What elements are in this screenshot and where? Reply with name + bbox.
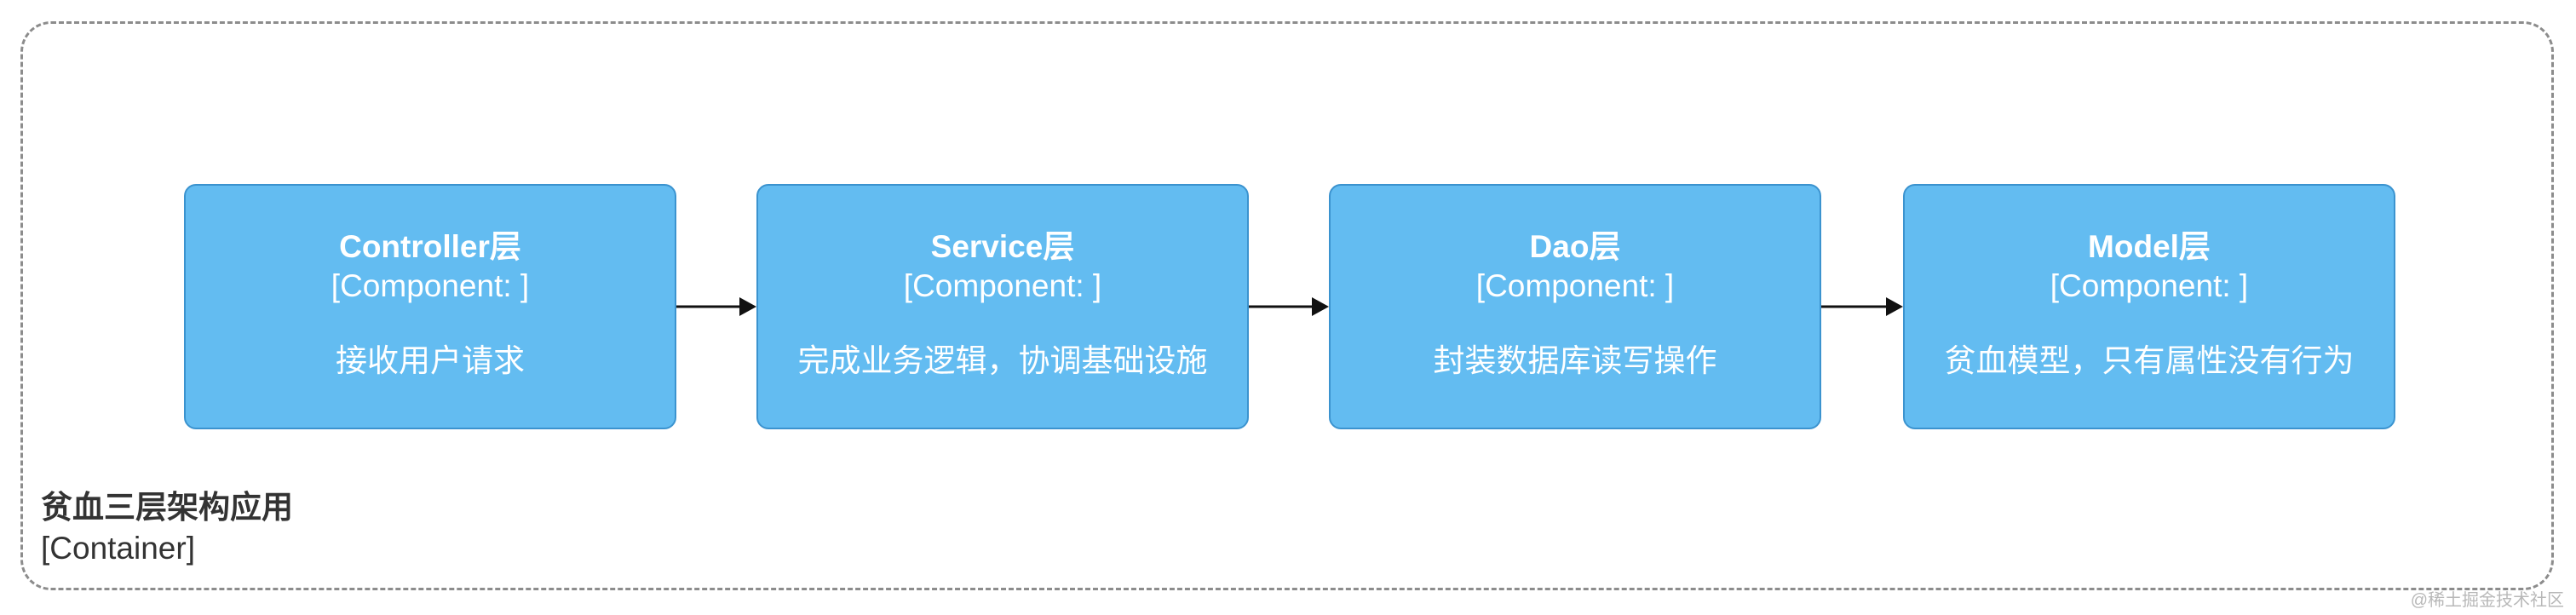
watermark: @稀土掘金技术社区 — [2410, 591, 2564, 610]
arrow-dao-to-model — [1821, 297, 1903, 316]
component-type: [Component: ] — [1475, 268, 1675, 303]
component-type: [Component: ] — [2050, 268, 2249, 303]
arrow-controller-to-service — [676, 297, 756, 316]
component-type: [Component: ] — [331, 268, 530, 303]
container-boundary — [20, 21, 2554, 590]
component-type: [Component: ] — [903, 268, 1102, 303]
component-title: Dao层 — [1529, 229, 1621, 264]
component-description: 接收用户请求 — [336, 343, 525, 378]
component-description: 封装数据库读写操作 — [1433, 343, 1717, 378]
component-model[interactable]: Model层 [Component: ] 贫血模型，只有属性没有行为 — [1903, 184, 2395, 429]
container-name: 贫血三层架构应用 — [41, 490, 293, 525]
container-type: [Container] — [41, 531, 195, 566]
component-dao[interactable]: Dao层 [Component: ] 封装数据库读写操作 — [1329, 184, 1821, 429]
arrow-service-to-dao — [1249, 297, 1329, 316]
component-controller[interactable]: Controller层 [Component: ] 接收用户请求 — [184, 184, 676, 429]
component-title: Service层 — [930, 229, 1075, 264]
component-description: 贫血模型，只有属性没有行为 — [1944, 343, 2355, 378]
component-description: 完成业务逻辑，协调基础设施 — [797, 343, 1208, 378]
component-title: Model层 — [2088, 229, 2211, 264]
component-service[interactable]: Service层 [Component: ] 完成业务逻辑，协调基础设施 — [756, 184, 1249, 429]
component-title: Controller层 — [339, 229, 521, 264]
